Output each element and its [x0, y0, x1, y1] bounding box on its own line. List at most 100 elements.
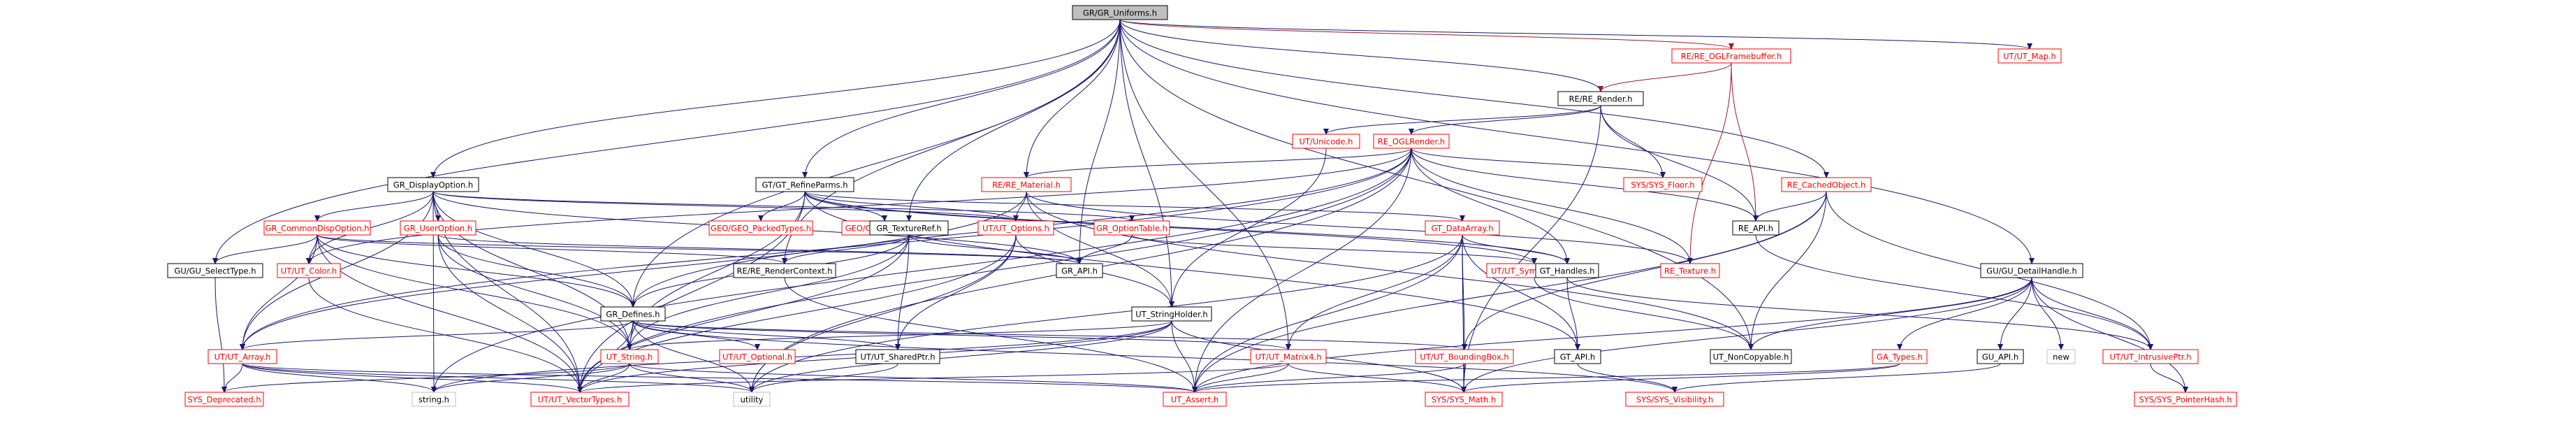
node-box-gr_defines[interactable]: [600, 306, 666, 322]
node-re_rctx[interactable]: RE/RE_RenderContext.h: [733, 263, 836, 278]
node-box-re_oglrender[interactable]: [1373, 134, 1450, 149]
node-gu_select[interactable]: GU/GU_SelectType.h: [167, 263, 263, 278]
node-box-gr_common[interactable]: [263, 220, 371, 236]
node-sys_math[interactable]: SYS/SYS_Math.h: [1425, 392, 1503, 407]
node-box-sys_visibility[interactable]: [1625, 392, 1724, 407]
node-box-gr_user[interactable]: [400, 220, 476, 236]
node-box-ut_unicode[interactable]: [1292, 134, 1360, 149]
node-box-gu_select[interactable]: [167, 263, 263, 278]
node-gr_texref[interactable]: GR_TextureRef.h: [869, 220, 949, 236]
node-box-ut_intrusive[interactable]: [2102, 349, 2199, 364]
node-box-gt_dataarray[interactable]: [1425, 220, 1500, 236]
node-box-ut_bbox[interactable]: [1415, 349, 1514, 364]
node-re_render[interactable]: RE/RE_Render.h: [1557, 91, 1644, 106]
node-ut_array[interactable]: UT/UT_Array.h: [208, 349, 277, 364]
node-box-ut_assert[interactable]: [1163, 392, 1227, 407]
node-box-gt_refine[interactable]: [755, 177, 854, 192]
node-box-sys_deprecated[interactable]: [184, 392, 264, 407]
node-ut_string[interactable]: UT_String.h: [600, 349, 659, 364]
node-box-string_h[interactable]: [412, 392, 456, 407]
node-ut_bbox[interactable]: UT/UT_BoundingBox.h: [1415, 349, 1514, 364]
node-sys_pointerhash[interactable]: SYS/SYS_PointerHash.h: [2134, 392, 2237, 407]
node-box-gr_texref[interactable]: [869, 220, 949, 236]
node-label-ut_unicode: UT/Unicode.h: [1300, 137, 1353, 147]
node-box-ut_options[interactable]: [977, 220, 1054, 236]
edge-ut_array-to-ut_assert: [242, 363, 1198, 393]
node-box-re_ogl_fb[interactable]: [1671, 48, 1791, 64]
node-utility[interactable]: utility: [733, 392, 771, 407]
node-box-new[interactable]: [2046, 349, 2076, 364]
node-box-ut_color[interactable]: [277, 263, 341, 278]
node-gt_handles[interactable]: GT_Handles.h: [1535, 263, 1599, 278]
node-string_h[interactable]: string.h: [412, 392, 456, 407]
node-ut_vectortypes[interactable]: UT/UT_VectorTypes.h: [530, 392, 630, 407]
node-box-ut_noncopy[interactable]: [1710, 349, 1792, 364]
node-box-re_render[interactable]: [1557, 91, 1644, 106]
node-gt_dataarray[interactable]: GT_DataArray.h: [1425, 220, 1500, 236]
node-box-ut_strholder[interactable]: [1131, 306, 1212, 322]
edge-root-to-gr_api: [1077, 19, 1121, 264]
node-gt_refine[interactable]: GT/GT_RefineParms.h: [755, 177, 854, 192]
node-box-re_texture[interactable]: [1660, 263, 1720, 278]
node-gr_defines[interactable]: GR_Defines.h: [600, 306, 666, 322]
node-box-re_cached[interactable]: [1781, 177, 1872, 192]
node-box-gu_api[interactable]: [1977, 349, 2024, 364]
node-box-gr_disp[interactable]: [387, 177, 479, 192]
node-box-re_api[interactable]: [1732, 220, 1780, 236]
node-re_api[interactable]: RE_API.h: [1732, 220, 1780, 236]
node-box-gt_handles[interactable]: [1535, 263, 1599, 278]
node-geo_packed[interactable]: GEO/GEO_PackedTypes.h: [708, 220, 813, 236]
node-gu_detail[interactable]: GU/GU_DetailHandle.h: [1980, 263, 2083, 278]
node-box-ut_vectortypes[interactable]: [530, 392, 630, 407]
node-ut_noncopy[interactable]: UT_NonCopyable.h: [1710, 349, 1792, 364]
node-box-sys_math[interactable]: [1425, 392, 1503, 407]
node-ut_sharedptr[interactable]: UT/UT_SharedPtr.h: [855, 349, 940, 364]
node-re_oglrender[interactable]: RE_OGLRender.h: [1373, 134, 1450, 149]
node-gr_api[interactable]: GR_API.h: [1056, 263, 1103, 278]
node-ut_color[interactable]: UT/UT_Color.h: [277, 263, 341, 278]
node-ut_strholder[interactable]: UT_StringHolder.h: [1131, 306, 1212, 322]
node-re_ogl_fb[interactable]: RE/RE_OGLFramebuffer.h: [1671, 48, 1791, 64]
node-gr_disp[interactable]: GR_DisplayOption.h: [387, 177, 479, 192]
node-gu_api[interactable]: GU_API.h: [1977, 349, 2024, 364]
node-gr_user[interactable]: GR_UserOption.h: [400, 220, 476, 236]
node-box-ut_optional[interactable]: [719, 349, 796, 364]
node-ut_intrusive[interactable]: UT/UT_IntrusivePtr.h: [2102, 349, 2199, 364]
node-box-re_material[interactable]: [981, 177, 1072, 192]
node-ut_options[interactable]: UT/UT_Options.h: [977, 220, 1054, 236]
node-re_material[interactable]: RE/RE_Material.h: [981, 177, 1072, 192]
node-box-gu_detail[interactable]: [1980, 263, 2083, 278]
node-root[interactable]: GR/GR_Uniforms.h: [1072, 5, 1168, 20]
node-ga_types[interactable]: GA_Types.h: [1872, 349, 1928, 364]
node-box-ut_sharedptr[interactable]: [855, 349, 940, 364]
node-ut_assert[interactable]: UT_Assert.h: [1163, 392, 1227, 407]
node-box-gt_api[interactable]: [1554, 349, 1601, 364]
node-sys_floor[interactable]: SYS/SYS_Floor.h: [1623, 177, 1703, 192]
node-box-ga_types[interactable]: [1872, 349, 1928, 364]
node-box-gr_opttable[interactable]: [1093, 220, 1170, 236]
node-box-ut_matrix4[interactable]: [1250, 349, 1327, 364]
node-box-re_rctx[interactable]: [733, 263, 836, 278]
node-ut_optional[interactable]: UT/UT_Optional.h: [719, 349, 796, 364]
node-box-geo_packed[interactable]: [708, 220, 813, 236]
node-re_texture[interactable]: RE_Texture.h: [1660, 263, 1720, 278]
node-sys_deprecated[interactable]: SYS_Deprecated.h: [184, 392, 264, 407]
node-box-sys_floor[interactable]: [1623, 177, 1703, 192]
node-ut_map[interactable]: UT/UT_Map.h: [1998, 48, 2062, 64]
node-new[interactable]: new: [2046, 349, 2076, 364]
node-re_cached[interactable]: RE_CachedObject.h: [1781, 177, 1872, 192]
node-box-ut_array[interactable]: [208, 349, 277, 364]
node-gr_common[interactable]: GR_CommonDispOption.h: [263, 220, 371, 236]
node-box-ut_string[interactable]: [600, 349, 659, 364]
node-box-utility[interactable]: [733, 392, 771, 407]
node-ut_matrix4[interactable]: UT/UT_Matrix4.h: [1250, 349, 1327, 364]
node-box-root[interactable]: [1072, 5, 1168, 20]
node-box-gr_api[interactable]: [1056, 263, 1103, 278]
node-box-ut_map[interactable]: [1998, 48, 2062, 64]
node-box-sys_pointerhash[interactable]: [2134, 392, 2237, 407]
node-sys_visibility[interactable]: SYS/SYS_Visibility.h: [1625, 392, 1724, 407]
node-gt_api[interactable]: GT_API.h: [1554, 349, 1601, 364]
node-ut_unicode[interactable]: UT/Unicode.h: [1292, 134, 1360, 149]
edge-gt_dataarray-to-gt_handles: [1462, 234, 1570, 264]
node-gr_opttable[interactable]: GR_OptionTable.h: [1093, 220, 1170, 236]
